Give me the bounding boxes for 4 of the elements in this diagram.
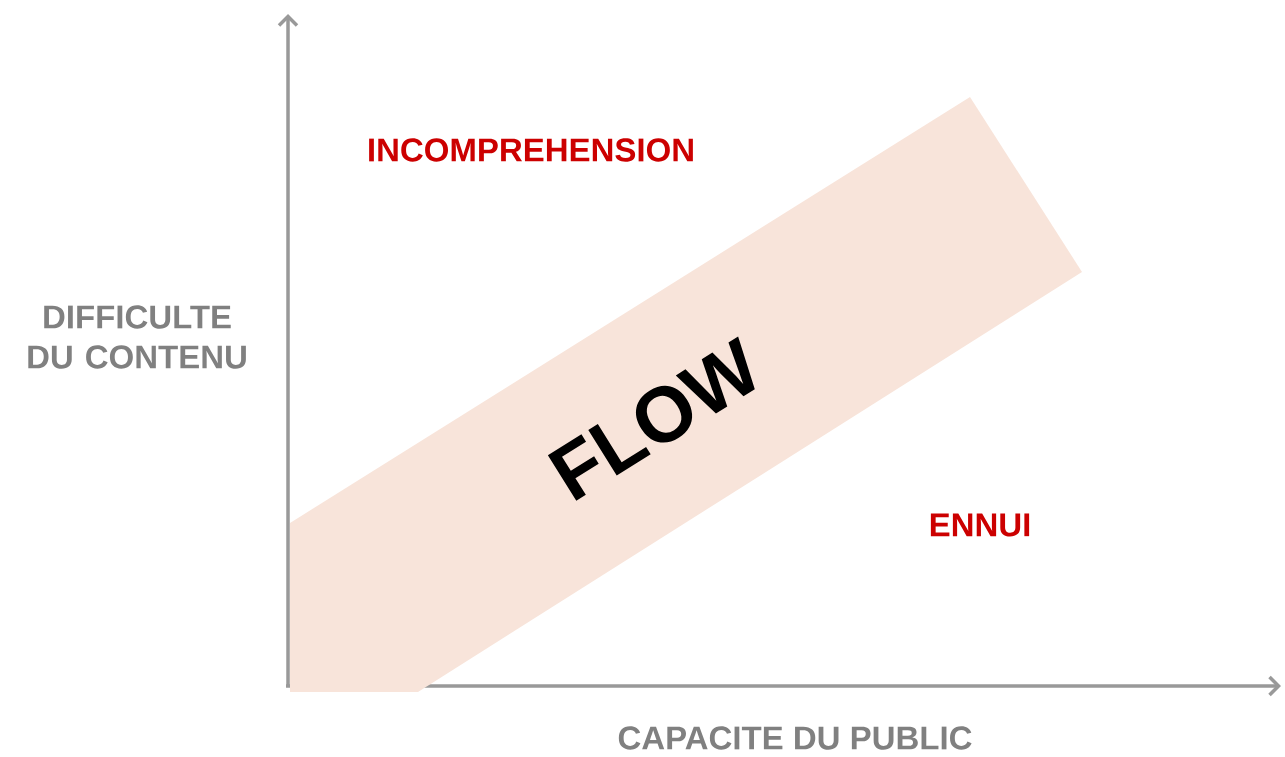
axis-title: CAPACITE DU PUBLIC (618, 726, 972, 750)
zone-label: ENNUI (930, 513, 1030, 537)
axis-title: DIFFICULTE DU CONTENU (28, 305, 246, 369)
zone-label: INCOMPREHENSION (369, 138, 693, 162)
